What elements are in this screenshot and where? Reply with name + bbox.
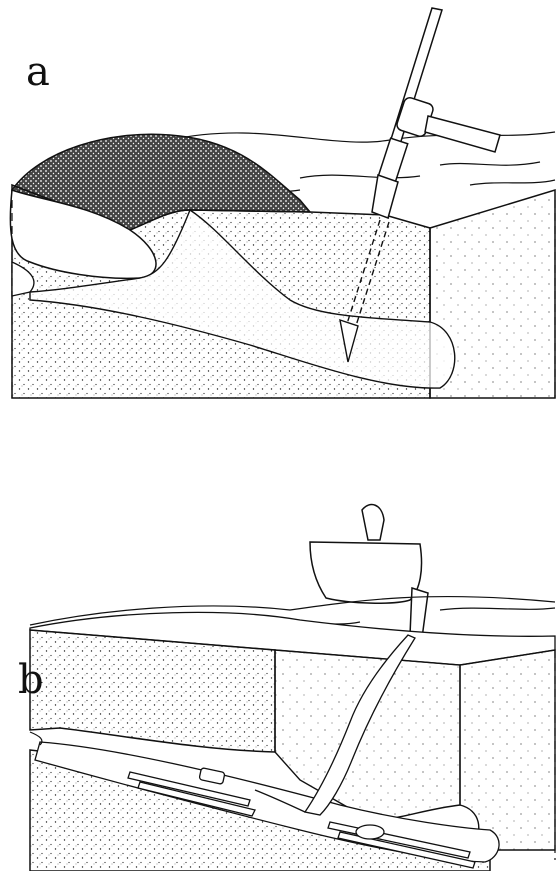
panel-label-b: b bbox=[18, 660, 44, 700]
shovel bbox=[310, 505, 428, 638]
panel-b-drawing bbox=[0, 460, 557, 871]
snowpack-side-right bbox=[460, 650, 555, 850]
panel-label-a: a bbox=[26, 52, 50, 92]
avalanche-probe bbox=[372, 8, 500, 218]
snowpack-front-left bbox=[30, 630, 275, 752]
panel-b: b bbox=[0, 460, 557, 871]
panel-a: a bbox=[0, 0, 557, 430]
panel-a-drawing bbox=[0, 0, 557, 430]
